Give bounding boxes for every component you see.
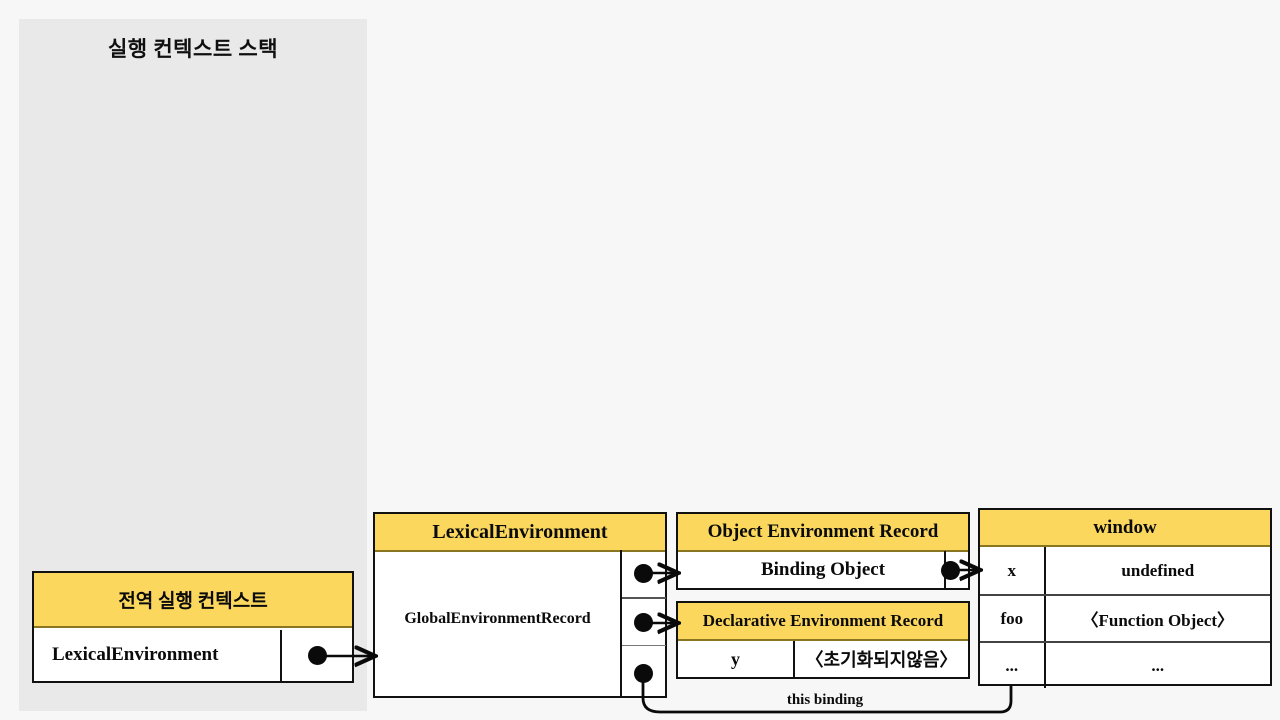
window-row-value: undefined (1043, 547, 1270, 594)
window-row-key: foo (1000, 608, 1024, 628)
this-binding-label: this binding (786, 692, 864, 708)
window-row-key: x (1007, 560, 1017, 580)
global-execution-context-pointer-dot (308, 646, 327, 665)
declarative-environment-record-header: Declarative Environment Record (678, 603, 968, 641)
window-row-value: 〈Function Object〉 (1043, 596, 1270, 641)
lexical-environment-header: LexicalEnvironment (375, 514, 665, 552)
object-environment-record-header: Object Environment Record (678, 514, 968, 552)
lexical-environment-box: LexicalEnvironment (373, 512, 667, 698)
global-execution-context-header: 전역 실행 컨텍스트 (34, 573, 352, 628)
lexical-environment-pointer-dot-this-binding (634, 664, 653, 683)
lexical-environment-pointer-column-divider (620, 550, 622, 698)
global-execution-context-column-divider (280, 630, 282, 681)
window-object-rows: x undefined foo 〈Function Object〉 ... ..… (980, 547, 1270, 688)
binding-object-row: Binding Object (760, 559, 886, 580)
lexical-environment-pointer-sep-1 (622, 597, 666, 599)
declarative-record-key-y: y (731, 648, 740, 669)
lexical-environment-pointer-sep-2 (622, 645, 666, 646)
declarative-record-value-y: 〈초기화되지않음〉 (793, 641, 968, 677)
execution-context-stack-title: 실행 컨텍스트 스택 (107, 37, 279, 61)
lexical-environment-pointer-dot-object-record (634, 564, 653, 583)
lexical-environment-pointer-dot-declarative-record (634, 613, 653, 632)
declarative-environment-record-box: Declarative Environment Record y 〈초기화되지않… (676, 601, 970, 679)
window-row-value: ... (1043, 643, 1270, 688)
global-execution-context-lexicalenvironment-row: LexicalEnvironment (52, 643, 219, 665)
window-row-key: ... (1005, 655, 1019, 675)
table-row: foo 〈Function Object〉 (980, 594, 1270, 641)
table-row: x undefined (980, 547, 1270, 594)
declarative-environment-record-row: y 〈초기화되지않음〉 (678, 641, 968, 677)
global-environment-record-label: GlobalEnvironmentRecord (404, 610, 591, 627)
global-execution-context-box: 전역 실행 컨텍스트 LexicalEnvironment (32, 571, 354, 683)
window-object-box: window x undefined foo 〈Function Object〉… (978, 508, 1272, 688)
table-row: ... ... (980, 641, 1270, 688)
object-environment-record-box: Object Environment Record Binding Object (676, 512, 970, 590)
window-object-header: window (980, 510, 1270, 547)
binding-object-pointer-dot (941, 561, 960, 580)
